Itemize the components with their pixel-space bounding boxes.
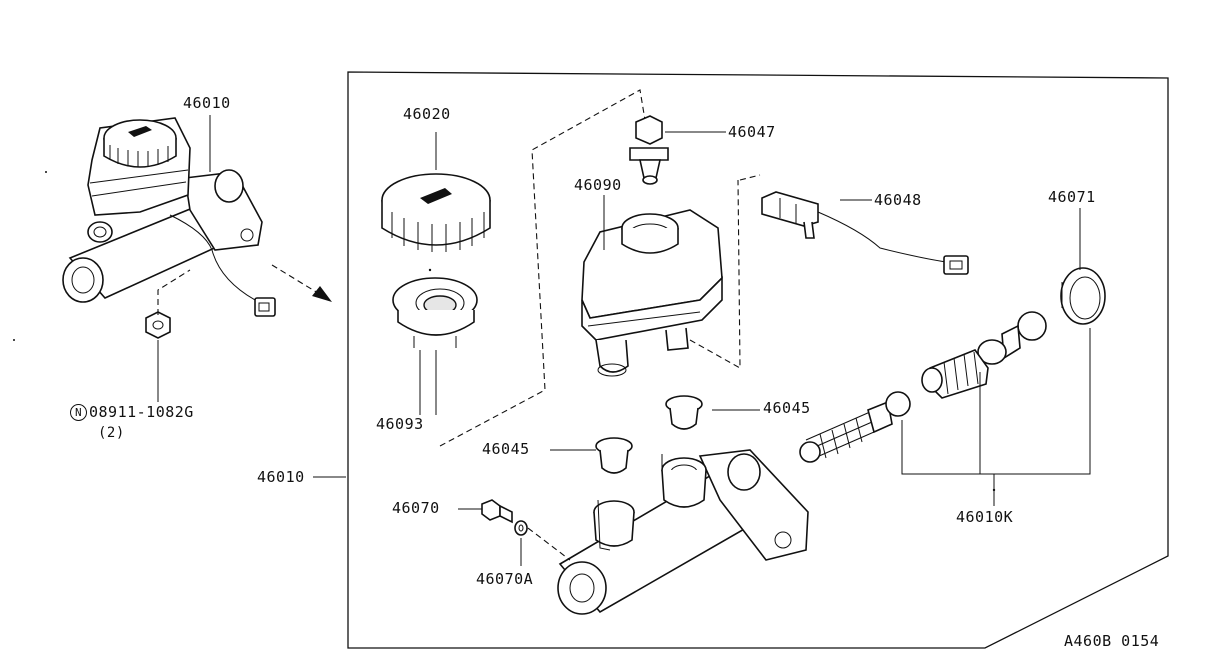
main-cylinder-drawing	[313, 449, 809, 615]
label-strainer: 46093	[376, 415, 424, 433]
strainer-drawing	[392, 268, 478, 415]
reservoir-drawing	[581, 195, 723, 377]
label-reservoir: 46090	[574, 176, 622, 194]
grommet-upper-drawing	[665, 395, 760, 430]
assembly-frame	[347, 71, 1169, 649]
piston-kit-drawing	[799, 311, 1091, 506]
grommet-lower-drawing	[550, 437, 633, 474]
label-bolt-small: 46070	[392, 499, 440, 517]
label-assembly: 46010	[257, 468, 305, 486]
bolt-drawing	[629, 115, 726, 185]
label-kit: 46010K	[956, 508, 1014, 526]
seal-ring-drawing	[1060, 208, 1106, 325]
label-washer: 46070A	[476, 570, 534, 588]
label-grommet-upper: 46045	[763, 399, 811, 417]
label-sensor: 46048	[874, 191, 922, 209]
label-assembly-small: 46010	[183, 94, 231, 112]
reservoir-guide-lines	[439, 89, 646, 447]
label-cap: 46020	[403, 105, 451, 123]
cap-drawing	[381, 132, 491, 252]
small-assembly-drawing	[62, 115, 276, 402]
circled-n-icon: N	[70, 404, 87, 421]
label-nut: 08911-1082G	[89, 403, 194, 421]
arrow-right-down-icon	[271, 264, 332, 302]
label-bolt: 46047	[728, 123, 776, 141]
sensor-drawing	[761, 191, 969, 275]
label-seal-ring: 46071	[1048, 188, 1096, 206]
label-grommet-lower: 46045	[482, 440, 530, 458]
label-nut-qty: (2)	[98, 425, 125, 441]
figure-code: A460B 0154	[1064, 632, 1160, 650]
